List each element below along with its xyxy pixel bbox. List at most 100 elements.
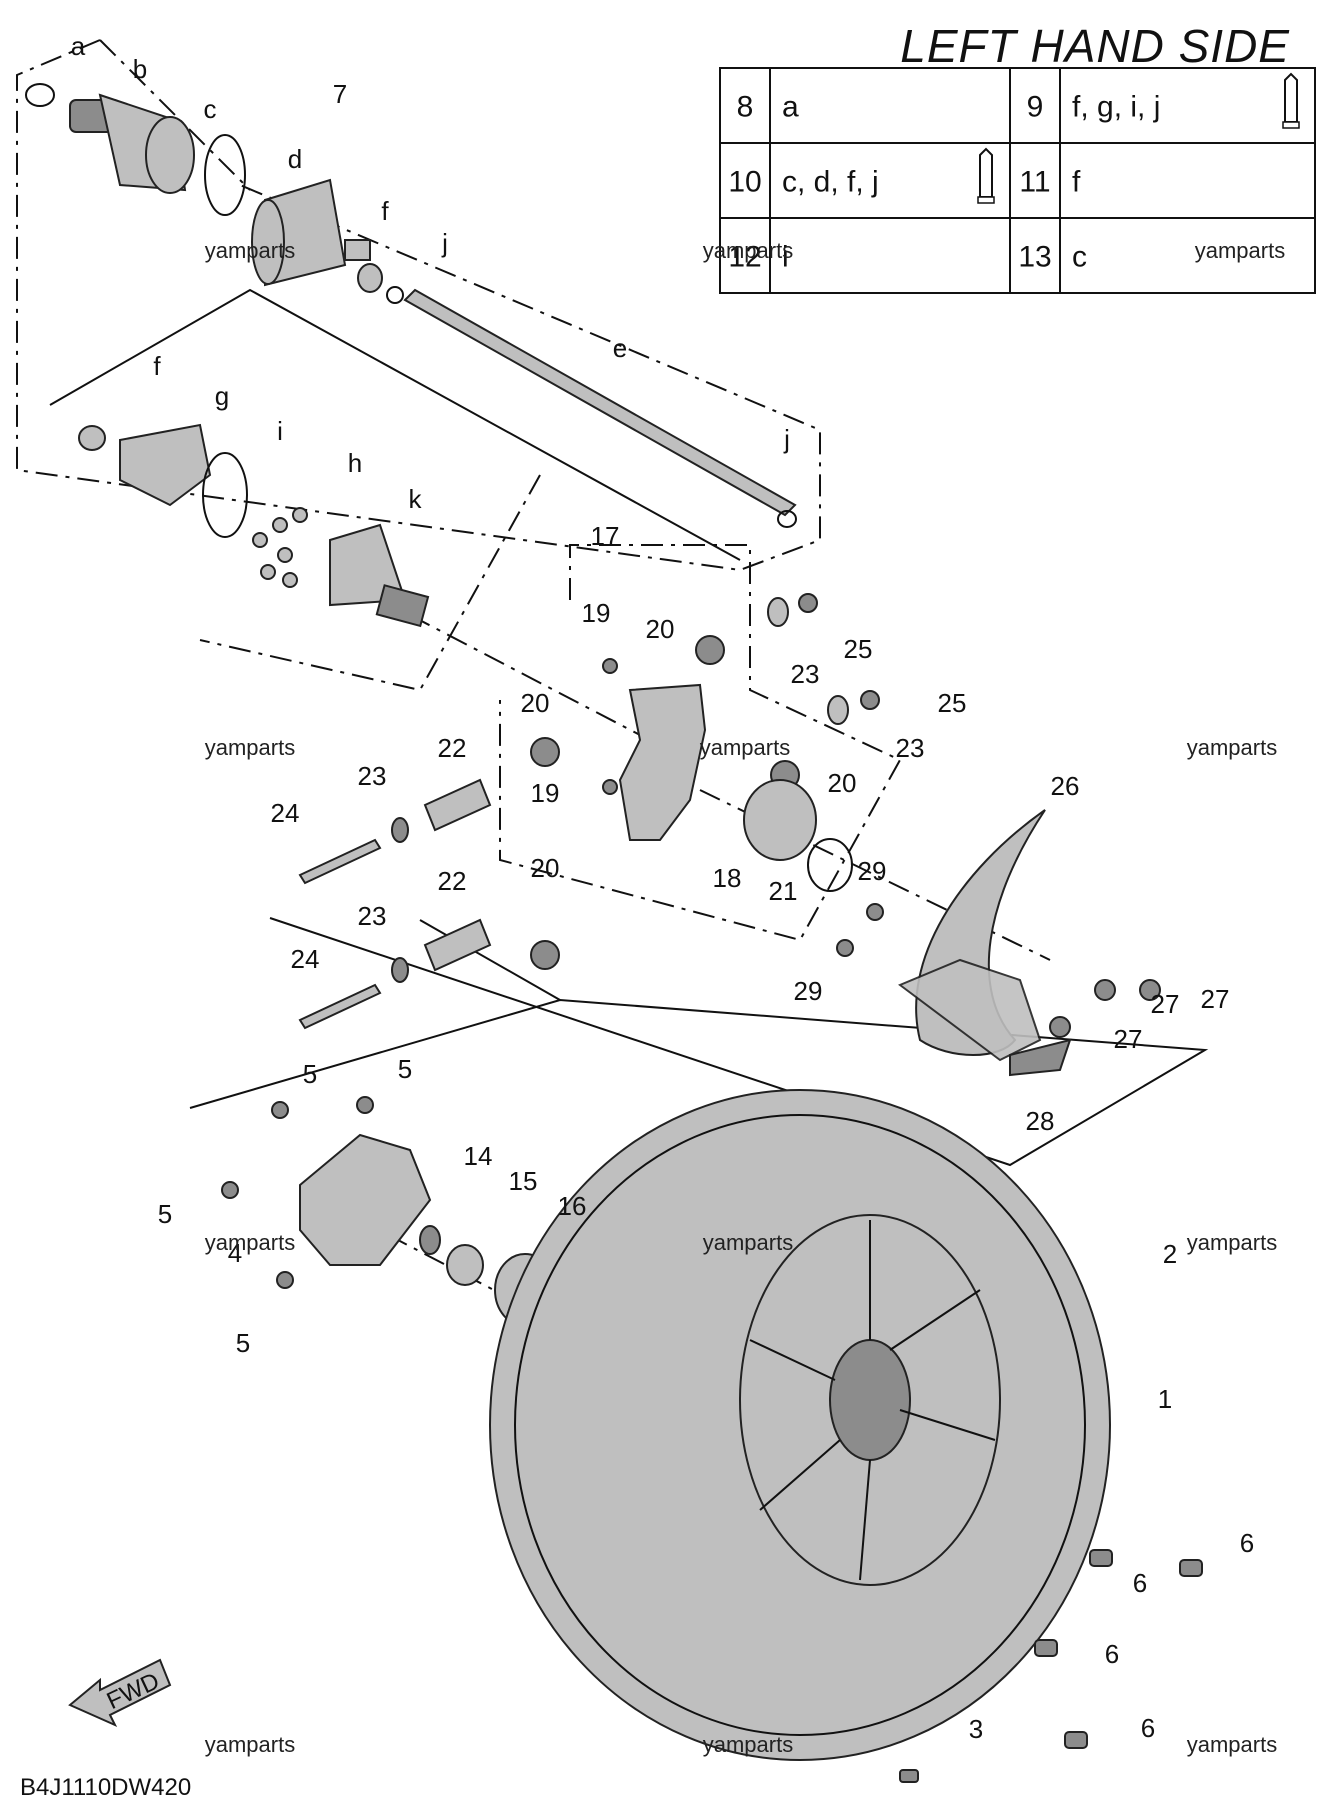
watermark-text: yamparts (205, 1230, 295, 1255)
part-number-callout: 1 (1158, 1384, 1172, 1414)
collar-22-icon (423, 778, 492, 832)
table-cell-number: 12 (728, 241, 761, 274)
part-number-callout: 20 (521, 688, 550, 718)
part-number-callout: 17 (591, 521, 620, 551)
table-cell-number: 11 (1019, 166, 1050, 199)
diagram-title: LEFT HAND SIDE (900, 20, 1290, 72)
grease-nipple-19b-icon (602, 779, 618, 795)
part-letter-label: j (441, 228, 448, 258)
collar-22b-icon (423, 918, 492, 972)
part-number-callout: 19 (531, 778, 560, 808)
part-number-callout: 6 (1240, 1528, 1254, 1558)
part-number-callout: 5 (158, 1199, 172, 1229)
part-number-callout: 27 (1151, 989, 1180, 1019)
watermark-text: yamparts (1187, 1230, 1277, 1255)
part-number-callout: 5 (303, 1059, 317, 1089)
part-number-callout: 6 (1133, 1568, 1147, 1598)
nut-6c-icon (1034, 1639, 1058, 1657)
circlip-21-icon (807, 838, 853, 892)
table-cell-number: 13 (1018, 241, 1051, 274)
knuckle-assembly (298, 593, 880, 1030)
bolt-24b-icon (298, 983, 382, 1030)
part-number-callout: 24 (291, 944, 320, 974)
guard-icon (898, 958, 1042, 1062)
part-number-callout: 22 (438, 866, 467, 896)
circlip-j2-icon (777, 510, 797, 528)
part-number-callout: 29 (794, 976, 823, 1006)
part-letter-label: i (277, 416, 283, 446)
nut-6d-icon (1064, 1731, 1088, 1749)
table-cell-value: a (782, 91, 799, 124)
part-number-callout: 15 (509, 1166, 538, 1196)
part-number-callout: 2 (1163, 1239, 1177, 1269)
part-number-callout: 16 (558, 1191, 587, 1221)
part-number-callout: 18 (713, 863, 742, 893)
part-number-callout: 3 (969, 1714, 983, 1744)
part-number-callout: 4 (228, 1238, 242, 1268)
part-number-callout: 23 (358, 901, 387, 931)
bolt-5c-icon (221, 1181, 239, 1199)
washer-14-icon (419, 1225, 441, 1255)
boot-band-c-icon (204, 134, 246, 216)
watermark-text: yamparts (1187, 1732, 1277, 1757)
part-number-callout: 25 (938, 688, 967, 718)
washer-23-icon (767, 597, 789, 627)
brake-assembly (836, 809, 1161, 1077)
watermark-text: yamparts (1195, 238, 1285, 263)
part-number-callout: 26 (1051, 771, 1080, 801)
part-letter-label: h (348, 448, 362, 478)
table-cell-value: c (1072, 241, 1087, 274)
circlip-a-icon (25, 83, 55, 107)
part-letter-label: f (153, 351, 161, 381)
part-letter-label: e (613, 333, 627, 363)
part-letter-label: f (381, 196, 389, 226)
bolt-29-icon (866, 903, 884, 921)
nut-15-icon (446, 1244, 484, 1286)
group-boundaries (16, 39, 902, 942)
bolt-27c-icon (1049, 1016, 1071, 1038)
part-number-callout: 23 (896, 733, 925, 763)
part-number-callout: 6 (1105, 1639, 1119, 1669)
part-letter-label: b (133, 54, 147, 84)
part-number-callout: 20 (646, 614, 675, 644)
watermark-text: yamparts (205, 1732, 295, 1757)
part-number-callout: 24 (271, 798, 300, 828)
part-letter-label: g (215, 381, 229, 411)
watermark-text: yamparts (700, 735, 790, 760)
part-number-callout: 5 (398, 1054, 412, 1084)
part-letter-label: d (288, 144, 302, 174)
part-number-callout: 22 (438, 733, 467, 763)
bolt-29b-icon (836, 939, 854, 957)
valve-3-icon (899, 1769, 919, 1783)
part-number-callout: 27 (1114, 1024, 1143, 1054)
boot-band-f-icon (357, 263, 383, 293)
nut-25-icon (798, 593, 818, 613)
table-cell-value: f, g, i, j (1072, 91, 1160, 124)
bolt-27-icon (1094, 979, 1116, 1001)
washer-23b-icon (827, 695, 849, 725)
boot-g-icon (119, 423, 212, 507)
bolt-5b-icon (356, 1096, 374, 1114)
hub-assembly (221, 1096, 556, 1327)
part-number-callout: 5 (236, 1328, 250, 1358)
table-cell-value: i (782, 241, 789, 274)
part-letter-label: a (71, 31, 86, 61)
part-number-callout: 20 (531, 853, 560, 883)
frame-lines (49, 288, 1209, 1167)
shaft-e-icon (403, 288, 797, 517)
table-cell-value: c, d, f, j (782, 166, 879, 199)
bolt-27b-icon (1139, 979, 1161, 1001)
washer-23d-icon (391, 957, 409, 983)
part-number-callout: 27 (1201, 984, 1230, 1014)
part-number-callout: 6 (1141, 1713, 1155, 1743)
balls-h-icon (252, 507, 308, 588)
boot-band-i-icon (202, 452, 248, 538)
diagram-code: B4J1110DW420 (20, 1774, 191, 1801)
bushing-20b-icon (530, 737, 560, 767)
part-number-callout: 14 (464, 1141, 493, 1171)
part-number-callout: 21 (769, 876, 798, 906)
watermark-text: yamparts (703, 1230, 793, 1255)
part-letter-label: k (409, 484, 423, 514)
